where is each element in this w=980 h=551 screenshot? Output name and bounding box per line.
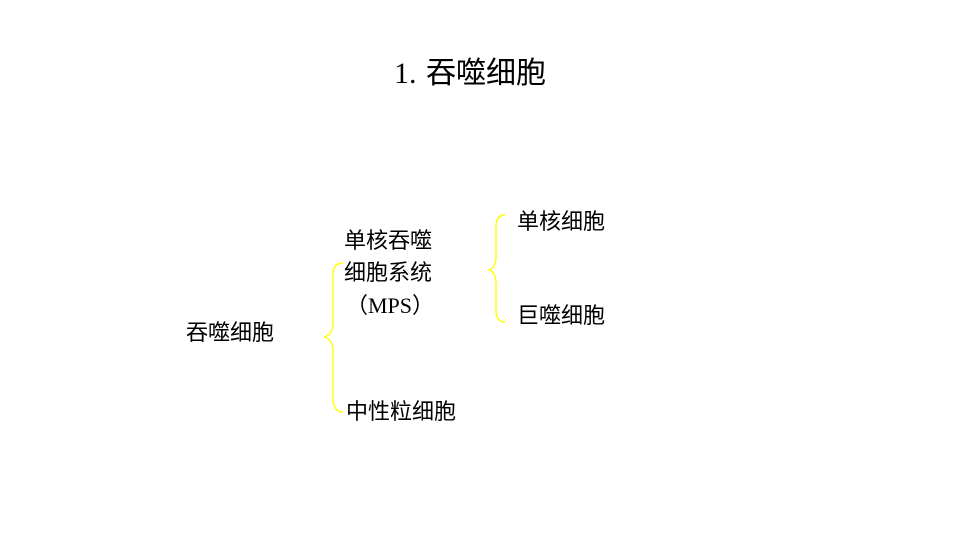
outer-brace bbox=[323, 262, 344, 413]
monocyte-label: 单核细胞 bbox=[517, 210, 606, 235]
slide-title: 1. 吞噬细胞 bbox=[0, 54, 940, 94]
title-text: 吞噬细胞 bbox=[426, 56, 547, 91]
inner-brace bbox=[486, 214, 506, 323]
mps-line-3: （MPS） bbox=[346, 293, 435, 318]
title-number: 1. bbox=[393, 57, 417, 90]
mps-line-2: 细胞系统 bbox=[344, 261, 433, 286]
neutrophil-label: 中性粒细胞 bbox=[346, 400, 457, 425]
root-label: 吞噬细胞 bbox=[186, 321, 275, 346]
macrophage-label: 巨噬细胞 bbox=[517, 304, 606, 329]
mps-label: 单核吞噬 细胞系统 （MPS） bbox=[344, 226, 434, 322]
mps-line-1: 单核吞噬 bbox=[344, 229, 433, 254]
